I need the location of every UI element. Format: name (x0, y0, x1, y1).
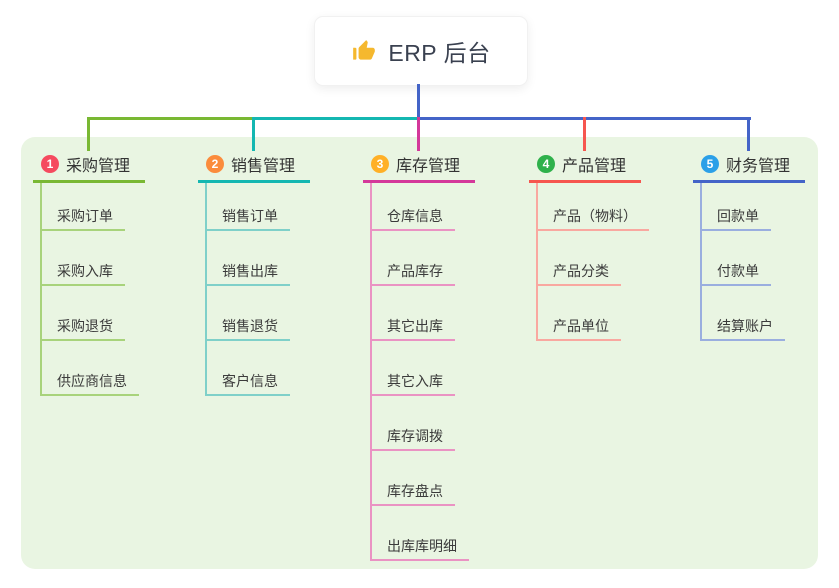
bus-line-branch-1 (87, 117, 255, 120)
child-trunk-line-branch-1 (40, 183, 42, 396)
branch-badge-3: 3 (371, 155, 389, 173)
root-node[interactable]: ERP 后台 (314, 16, 528, 86)
child-node[interactable]: 付款单 (700, 258, 771, 286)
child-trunk-line-branch-4 (536, 183, 538, 341)
drop-line-branch-2 (252, 117, 255, 151)
child-node[interactable]: 回款单 (700, 203, 771, 231)
drop-line-branch-4 (583, 117, 586, 151)
branch-title-label-1: 采购管理 (66, 158, 131, 175)
child-node[interactable]: 其它入库 (370, 368, 455, 396)
branch-title-label-2: 销售管理 (231, 158, 296, 175)
bus-line-branch-2 (252, 117, 420, 120)
child-trunk-line-branch-3 (370, 183, 372, 561)
branch-title-label-5: 财务管理 (726, 158, 791, 175)
drop-line-branch-3 (417, 117, 420, 151)
branch-topic-4[interactable]: 4 产品管理 (529, 148, 641, 183)
branch-badge-4: 4 (537, 155, 555, 173)
branch-badge-1: 1 (41, 155, 59, 173)
child-node[interactable]: 采购入库 (40, 258, 125, 286)
child-node[interactable]: 产品分类 (536, 258, 621, 286)
thumbs-up-icon (353, 40, 376, 60)
branches-panel (21, 137, 818, 569)
child-node[interactable]: 库存调拨 (370, 423, 455, 451)
child-node[interactable]: 出库库明细 (370, 533, 469, 561)
branch-title-label-3: 库存管理 (396, 158, 461, 175)
child-node[interactable]: 仓库信息 (370, 203, 455, 231)
root-title: ERP 后台 (388, 40, 491, 66)
child-trunk-line-branch-2 (205, 183, 207, 396)
branch-badge-5: 5 (701, 155, 719, 173)
child-node[interactable]: 产品库存 (370, 258, 455, 286)
root-stem-line (417, 84, 420, 120)
branch-topic-3[interactable]: 3 库存管理 (363, 148, 475, 183)
branch-topic-2[interactable]: 2 销售管理 (198, 148, 310, 183)
child-node[interactable]: 采购订单 (40, 203, 125, 231)
child-node[interactable]: 销售退货 (205, 313, 290, 341)
child-node[interactable]: 销售订单 (205, 203, 290, 231)
branch-topic-1[interactable]: 1 采购管理 (33, 148, 145, 183)
branch-title-label-4: 产品管理 (562, 158, 627, 175)
child-node[interactable]: 库存盘点 (370, 478, 455, 506)
child-node[interactable]: 客户信息 (205, 368, 290, 396)
child-node[interactable]: 其它出库 (370, 313, 455, 341)
branch-badge-2: 2 (206, 155, 224, 173)
child-node[interactable]: 采购退货 (40, 313, 125, 341)
drop-line-branch-5 (747, 117, 750, 151)
child-node[interactable]: 产品（物料） (536, 203, 649, 231)
branch-topic-5[interactable]: 5 财务管理 (693, 148, 805, 183)
child-node[interactable]: 销售出库 (205, 258, 290, 286)
child-node[interactable]: 供应商信息 (40, 368, 139, 396)
drop-line-branch-1 (87, 117, 90, 151)
child-node[interactable]: 产品单位 (536, 313, 621, 341)
child-trunk-line-branch-5 (700, 183, 702, 341)
child-node[interactable]: 结算账户 (700, 313, 785, 341)
